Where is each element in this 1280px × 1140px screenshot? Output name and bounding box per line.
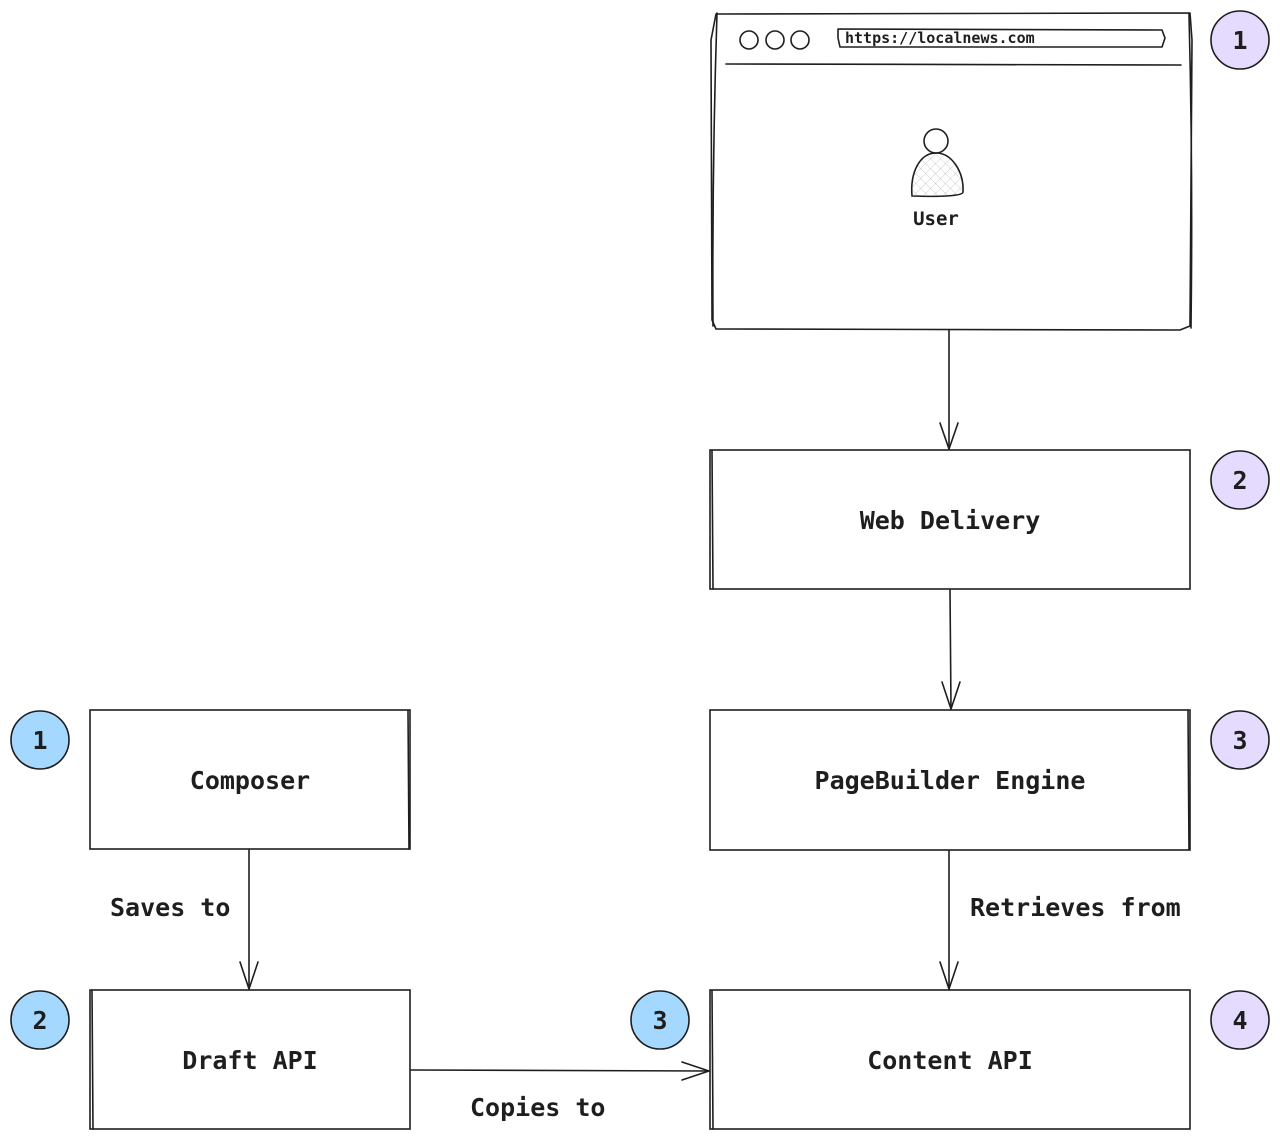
window-dot-close <box>739 30 759 50</box>
step-badge-write-1: 1 <box>10 710 70 770</box>
arrow-composer-to-draft-api <box>239 849 259 990</box>
step-badge-write-2: 2 <box>10 990 70 1050</box>
user-label: User <box>913 208 959 230</box>
node-label: Content API <box>867 1046 1033 1075</box>
node-pagebuilder-engine: PageBuilder Engine <box>709 709 1191 851</box>
svg-text:2: 2 <box>1232 466 1247 495</box>
window-dot-maximize <box>790 30 810 50</box>
step-badge-read-2: 2 <box>1210 450 1270 510</box>
address-bar-url: https://localnews.com <box>845 29 1035 47</box>
node-content-api: Content API <box>709 989 1191 1130</box>
svg-text:1: 1 <box>32 726 47 755</box>
step-badge-read-1: 1 <box>1210 10 1270 70</box>
address-bar <box>837 28 1166 48</box>
node-label: Web Delivery <box>860 506 1041 535</box>
node-label: Composer <box>190 766 310 795</box>
user-icon <box>911 128 964 198</box>
svg-text:4: 4 <box>1232 1006 1247 1035</box>
edge-label-copies-to: Copies to <box>470 1093 605 1122</box>
arrow-draft-api-to-content-api <box>410 1061 710 1081</box>
edge-label-retrieves-from: Retrieves from <box>970 893 1181 922</box>
arrow-pagebuilder-to-content-api <box>939 850 959 990</box>
node-web-delivery: Web Delivery <box>709 449 1191 590</box>
step-badge-write-3: 3 <box>630 990 690 1050</box>
arrow-web-delivery-to-pagebuilder <box>941 589 961 710</box>
svg-text:3: 3 <box>1232 726 1247 755</box>
browser-window: https://localnews.com User <box>710 12 1193 331</box>
node-label: Draft API <box>182 1046 317 1075</box>
edge-label-saves-to: Saves to <box>110 893 230 922</box>
node-draft-api: Draft API <box>89 989 411 1130</box>
step-badge-read-4: 4 <box>1210 990 1270 1050</box>
svg-text:1: 1 <box>1232 26 1247 55</box>
svg-text:2: 2 <box>32 1006 47 1035</box>
svg-text:3: 3 <box>652 1006 667 1035</box>
arrow-browser-to-web-delivery <box>939 329 959 450</box>
step-badge-read-3: 3 <box>1210 710 1270 770</box>
window-dot-minimize <box>765 30 785 50</box>
node-label: PageBuilder Engine <box>815 766 1086 795</box>
node-composer: Composer <box>89 709 411 850</box>
